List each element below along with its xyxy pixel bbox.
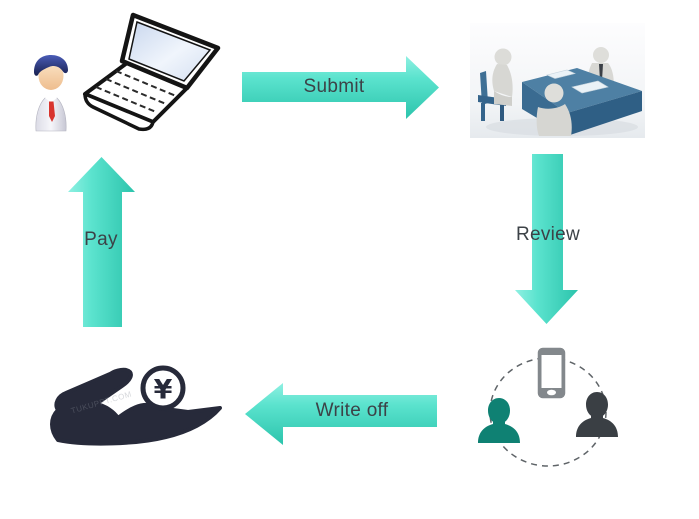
submit-arrow-label: Submit xyxy=(303,76,365,97)
approver-teal-icon xyxy=(477,397,521,443)
write-off-arrow xyxy=(245,383,437,445)
smartphone-icon xyxy=(537,347,566,399)
currency-symbol: ¥ xyxy=(154,375,173,406)
node-employee-computer xyxy=(30,54,74,132)
submit-arrow xyxy=(242,56,439,119)
hand-holding-coin-icon: ¥ xyxy=(50,365,222,446)
businessman-icon xyxy=(34,55,68,132)
laptop-icon xyxy=(80,8,230,132)
node-review-meeting xyxy=(470,23,645,138)
yen-coin-icon: ¥ xyxy=(140,365,186,411)
review-arrow xyxy=(515,154,578,324)
approver-dark-icon xyxy=(575,391,619,437)
node-payment: ¥ xyxy=(48,360,233,448)
meeting-at-desk-image xyxy=(470,23,645,138)
pay-arrow-label: Pay xyxy=(84,229,118,250)
pay-arrow xyxy=(68,157,135,327)
write-off-arrow-label: Write off xyxy=(315,400,389,421)
review-arrow-label: Review xyxy=(515,224,581,245)
